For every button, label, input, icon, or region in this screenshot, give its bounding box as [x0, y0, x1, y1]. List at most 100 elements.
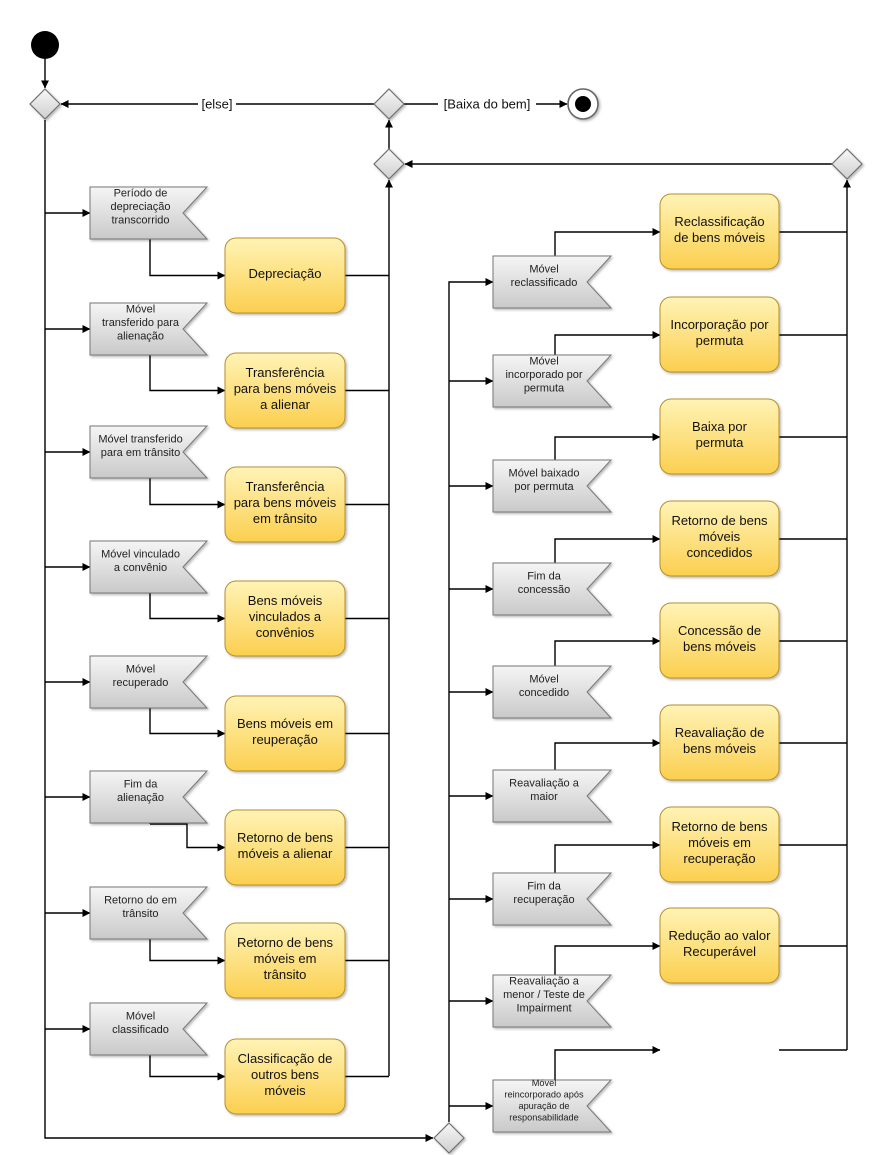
action-label: móveis a alienar [238, 846, 333, 861]
action-label: concedidos [687, 545, 753, 560]
action-box [224, 809, 346, 886]
flow-edge-signal-action [149, 1055, 226, 1081]
action-box [224, 237, 346, 314]
action-label: Reclassificação [674, 214, 764, 229]
decision-top [373, 88, 405, 120]
signal-label: Fim da [527, 880, 562, 892]
action-box [659, 398, 780, 475]
signal-shape [89, 302, 209, 356]
signal-label: Reavaliação a [509, 976, 580, 988]
signal-label: transferido para [102, 317, 180, 329]
action-box [659, 907, 780, 984]
signal-shape [89, 655, 209, 709]
signal-label: classificado [112, 1024, 169, 1036]
action-node: Depreciação [224, 237, 346, 314]
signal-label: concessão [518, 584, 571, 596]
action-label: Concessão de [678, 623, 761, 638]
signal-label: a convênio [114, 562, 167, 574]
signal-label: para em trânsito [101, 447, 180, 459]
action-label: reuperação [252, 732, 318, 747]
flow-edge-left-spine [44, 120, 434, 1142]
signal-shape [89, 425, 209, 479]
flow-edge-signal-action [554, 228, 661, 256]
action-box [224, 695, 346, 772]
action-label: a alienar [260, 397, 311, 412]
guard-labels: [else][Baixa do bem] [201, 97, 530, 112]
action-label: outros bens [251, 1067, 319, 1082]
initial-node [31, 31, 59, 59]
action-label: Retorno de bens [671, 513, 768, 528]
signal-shape [492, 665, 613, 719]
signal-label: reclassificado [511, 277, 578, 289]
signal-label: alienação [117, 331, 164, 343]
action-label: Retorno de bens [237, 830, 334, 845]
action-label: Baixa por [692, 419, 748, 434]
action-label: Recuperável [683, 944, 756, 959]
action-label: Classificação de [238, 1051, 333, 1066]
action-label: Incorporação por [670, 317, 769, 332]
action-box [224, 580, 346, 657]
signal-shape [492, 769, 613, 823]
merge-bottom [433, 1122, 465, 1154]
action-label: Redução ao valor [669, 928, 772, 943]
signal-label: Retorno do em [104, 894, 177, 906]
signal-label: Móvel [126, 1010, 155, 1022]
signal-label: permuta [524, 383, 565, 395]
signal-label: Móvel transferido [98, 433, 182, 445]
flow-edge-signal-action [149, 593, 226, 623]
signal-label: Fim da [124, 778, 159, 790]
action-label: de bens móveis [674, 230, 766, 245]
action-label: Transferência [246, 365, 326, 380]
flow-edge-signal-action [554, 637, 661, 666]
flow-edge-signal-action [149, 708, 226, 738]
action-box [224, 922, 346, 999]
flow-edge-signal-action [554, 433, 661, 460]
action-label: Retorno de bens [671, 819, 768, 834]
signal-shape [492, 872, 613, 926]
guard-baixa: [Baixa do bem] [444, 97, 531, 112]
action-label: permuta [696, 435, 744, 450]
signal-label: reincorporado após [504, 1089, 584, 1099]
action-label: Bens móveis [248, 593, 323, 608]
signal-label: incorporado por [505, 369, 582, 381]
flow-edge-signal-action [149, 939, 226, 965]
action-label: recuperação [683, 851, 755, 866]
signal-label: Móvel baixado [509, 467, 580, 479]
signal-label: Móvel [529, 673, 558, 685]
flow-edges [41, 59, 851, 1142]
signal-label: menor / Teste de [503, 989, 585, 1001]
action-box [224, 466, 346, 543]
signal-label: Período de [114, 188, 168, 200]
flow-edge-signal-action [149, 239, 226, 280]
flow-edge-signal-action [554, 841, 661, 873]
accept-event-signal: Móvel transferido para em trânsito [89, 425, 209, 479]
signal-label: apuração de [518, 1101, 569, 1111]
action-label: Retorno de bens [237, 935, 334, 950]
action-label: Reavaliação de [675, 725, 765, 740]
action-box [659, 193, 780, 270]
signal-label: Reavaliação a [509, 777, 580, 789]
signal-shape [492, 255, 613, 309]
action-label: vinculados a [249, 609, 322, 624]
signal-label: recuperado [113, 677, 169, 689]
action-label: móveis em [688, 835, 751, 850]
final-node-core [575, 96, 591, 112]
